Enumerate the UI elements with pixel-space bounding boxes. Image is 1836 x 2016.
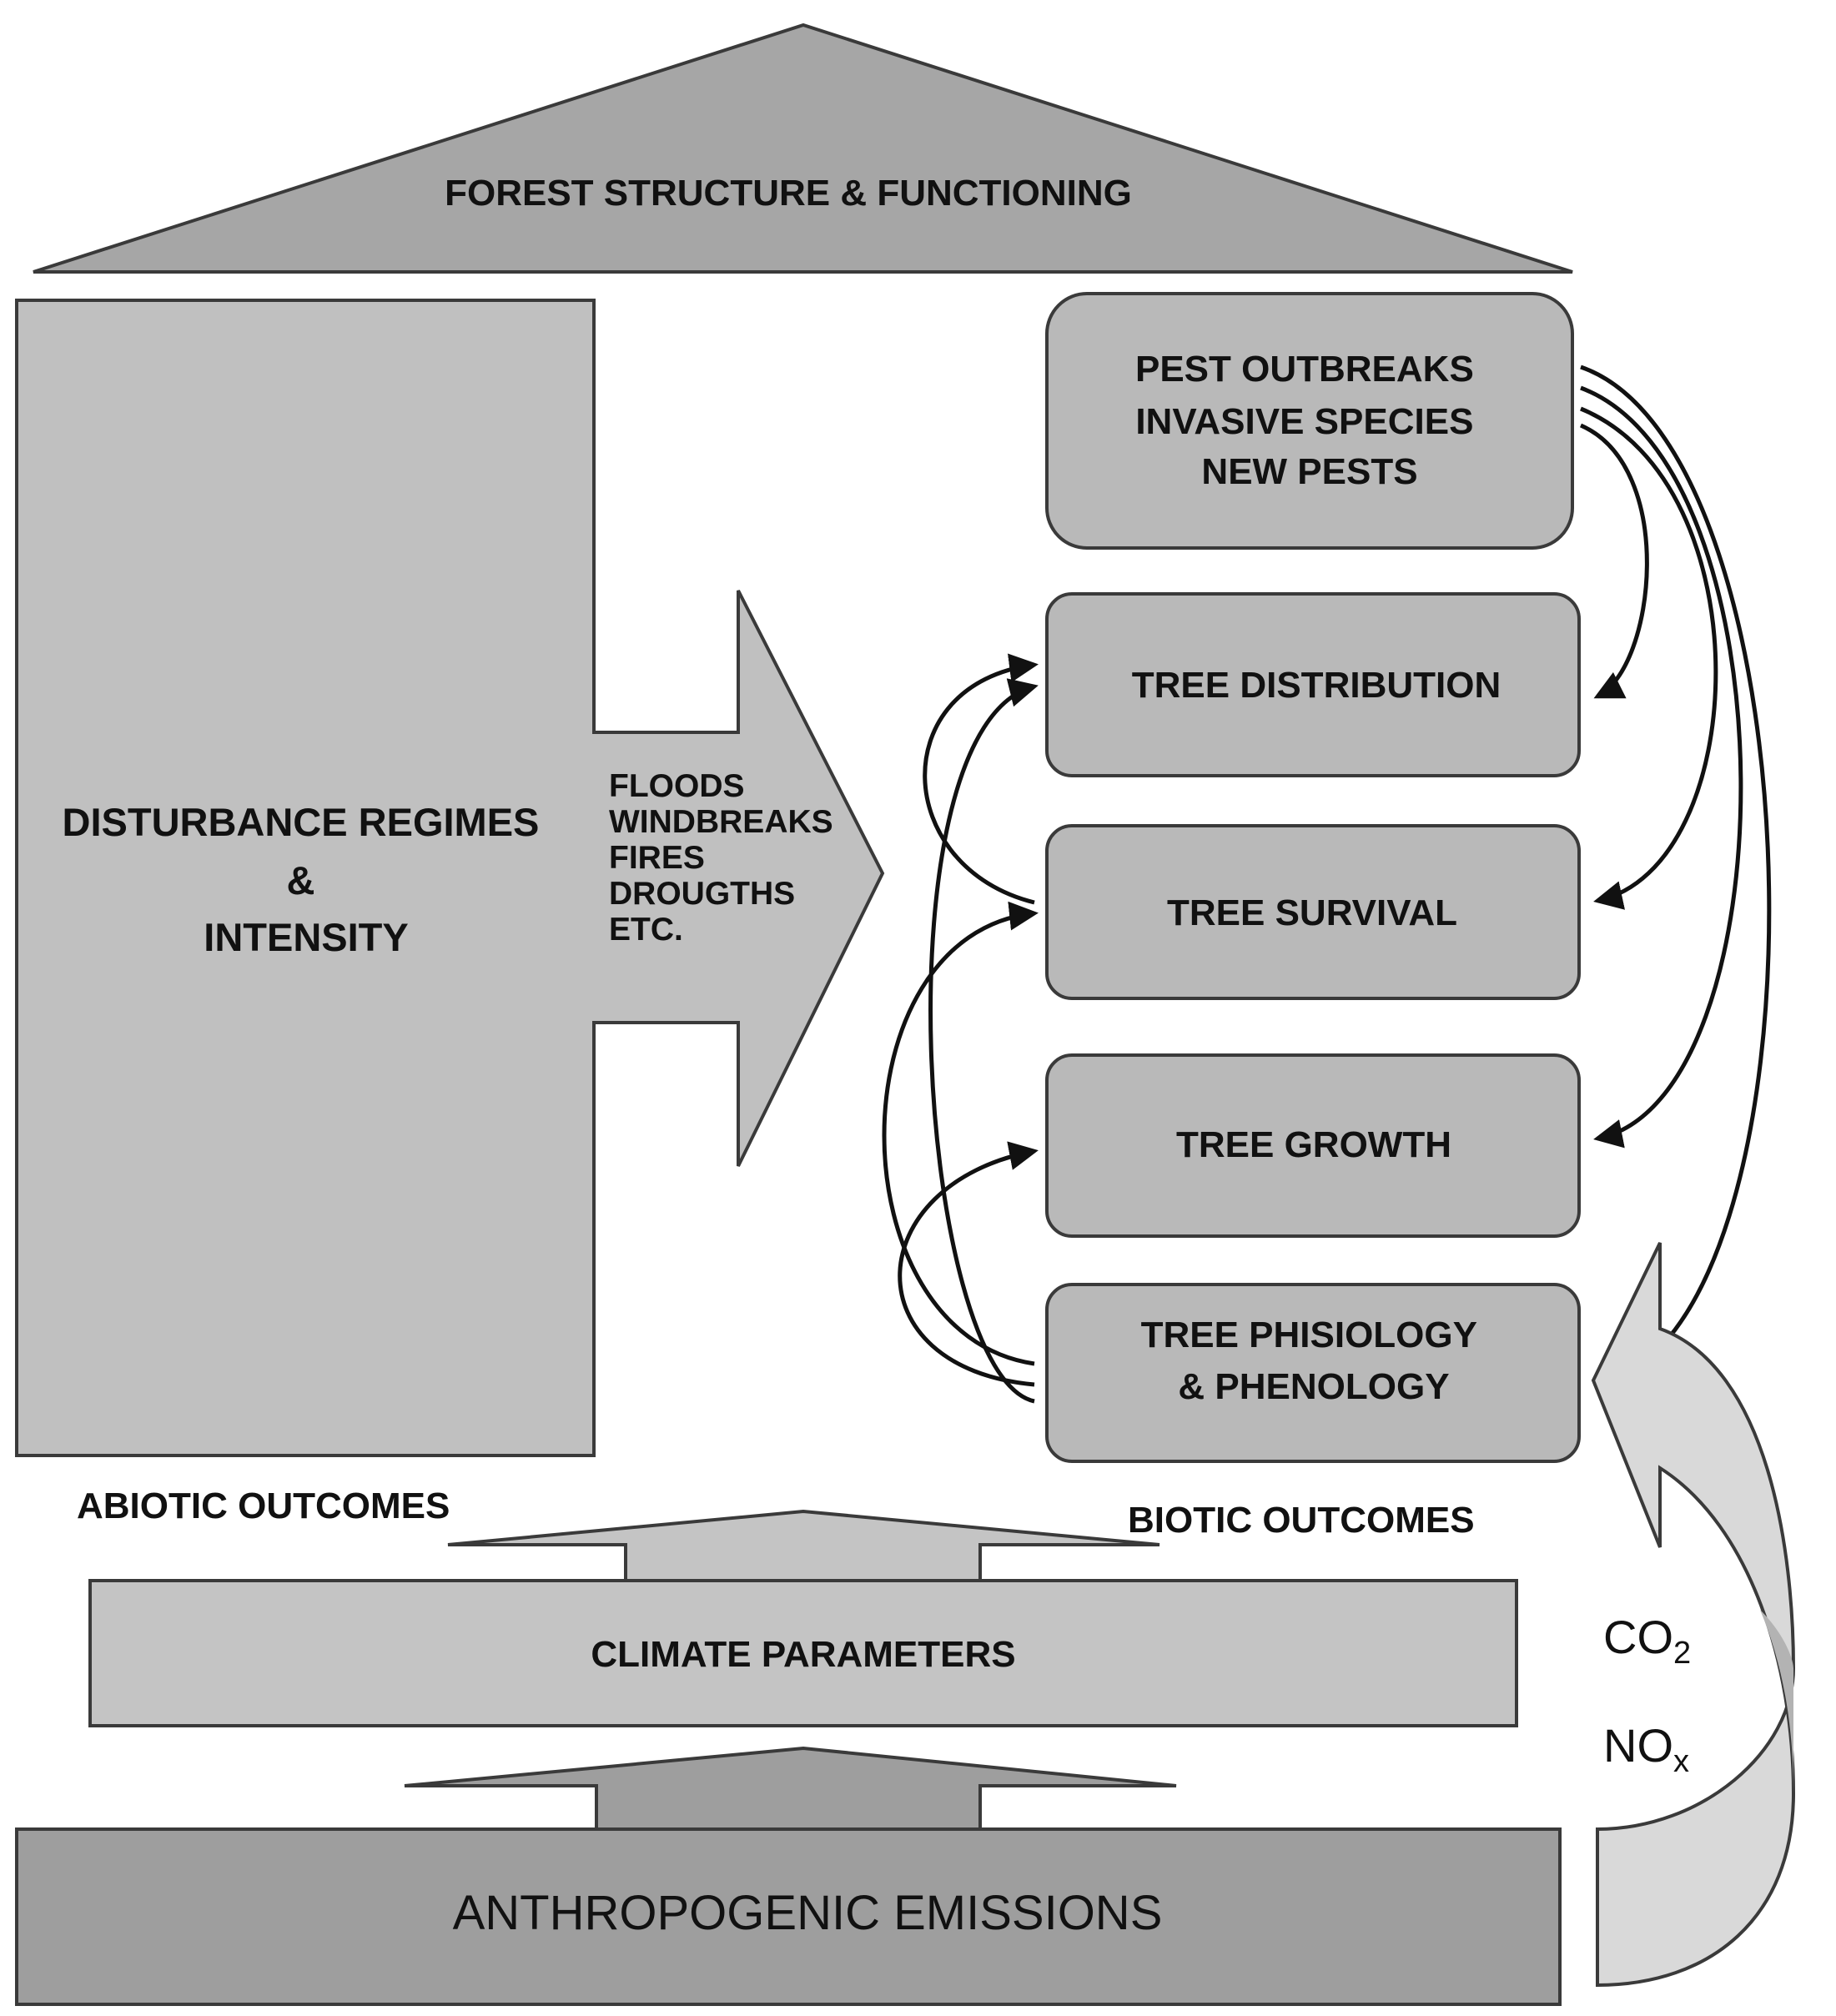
- tree-distribution-label: TREE DISTRIBUTION: [1132, 665, 1501, 706]
- gas-curved-arrow-shade: [1760, 1610, 1793, 1846]
- svg-text:TREE PHISIOLOGY & PHENOL: TREE PHISIOLOGY & PHENOLOGY: [1141, 1315, 1487, 1407]
- tree-growth-label: TREE GROWTH: [1176, 1124, 1451, 1165]
- arrow-survival-to-distribution: [923, 653, 1039, 905]
- tree-growth-box: TREE GROWTH: [1045, 1053, 1581, 1238]
- disturbance-type-windbreaks: WINDBREAKS: [609, 804, 833, 840]
- climate-parameters-label: CLIMATE PARAMETERS: [591, 1634, 1015, 1675]
- disturbance-block: [15, 299, 885, 1457]
- arrow-pests-to-distribution: [1579, 423, 1649, 699]
- abiotic-outcomes-label: ABIOTIC OUTCOMES: [77, 1486, 450, 1526]
- disturbance-type-floods: FLOODS: [609, 768, 745, 804]
- emissions-up-arrow: [404, 1746, 1177, 1831]
- disturbance-types: FLOODS WINDBREAKS FIRES DROUGTHS ETC.: [609, 768, 843, 948]
- tree-distribution-box: TREE DISTRIBUTION: [1045, 592, 1581, 777]
- disturbance-title: DISTURBANCE REGIMES & INTENSITY: [63, 800, 551, 959]
- anthropogenic-emissions-box: [15, 1827, 1562, 2006]
- arrow-pests-to-growth: [1580, 385, 1743, 1149]
- arrow-physiology-to-survival: [882, 901, 1039, 1366]
- arrow-physiology-to-growth: [898, 1141, 1039, 1387]
- disturbance-line-1: DISTURBANCE REGIMES: [63, 800, 540, 844]
- arrow-physiology-to-distribution: [928, 678, 1039, 1404]
- physiology-line-1: TREE PHISIOLOGY: [1141, 1315, 1477, 1355]
- arrow-pests-to-survival: [1580, 406, 1718, 910]
- climate-up-arrow: [447, 1509, 1160, 1582]
- pest-line-3: NEW PESTS: [1201, 451, 1417, 492]
- disturbance-line-3: INTENSITY: [204, 915, 408, 959]
- disturbance-line-2: &: [286, 858, 314, 902]
- gas-curved-arrow-body: [1591, 1242, 1796, 1988]
- anthropogenic-emissions-label: ANTHROPOGENIC EMISSIONS: [453, 1886, 1163, 1940]
- co2-label: CO2: [1603, 1611, 1691, 1671]
- nox-label: NOx: [1603, 1719, 1689, 1779]
- pest-line-2: INVASIVE SPECIES: [1135, 401, 1473, 442]
- disturbance-type-fires: FIRES: [609, 840, 705, 876]
- physiology-line-2: & PHENOLOGY: [1178, 1366, 1449, 1407]
- tree-physiology-box: TREE PHISIOLOGY & PHENOLOGY: [1045, 1283, 1581, 1463]
- arrow-pests-to-physiology: [1580, 364, 1772, 1394]
- pest-impact-arrows: [1579, 364, 1772, 1394]
- tree-survival-label: TREE SURVIVAL: [1167, 892, 1457, 933]
- climate-parameters-box: [88, 1579, 1518, 1727]
- biotic-outcomes-label: BIOTIC OUTCOMES: [1128, 1500, 1475, 1541]
- roof-triangle: [33, 23, 1573, 274]
- disturbance-type-etc: ETC.: [609, 912, 683, 948]
- disturbance-type-drougths: DROUGTHS: [609, 876, 795, 912]
- pest-outbreaks-box: PEST OUTBREAKS INVASIVE SPECIES NEW PEST…: [1045, 292, 1574, 550]
- roof-label: FOREST STRUCTURE & FUNCTIONING: [445, 173, 1132, 214]
- pest-line-1: PEST OUTBREAKS: [1135, 349, 1474, 390]
- feedback-arrows: [882, 653, 1039, 1404]
- tree-survival-box: TREE SURVIVAL: [1045, 824, 1581, 1000]
- svg-text:PEST OUTBREAKS INVASIVE: PEST OUTBREAKS INVASIVE SPECIES NEW PEST…: [1135, 349, 1484, 492]
